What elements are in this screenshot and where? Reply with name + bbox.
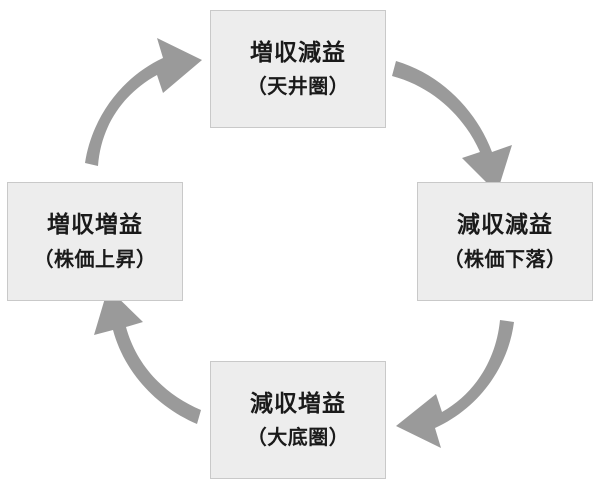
curved-arrow-top-left xyxy=(85,38,202,166)
node-top: 増収減益 （天井圏） xyxy=(210,10,386,128)
node-left: 増収増益 （株価上昇） xyxy=(7,182,183,301)
node-right: 減収減益 （株価下落） xyxy=(417,182,593,301)
node-bottom-subtitle: （大底圏） xyxy=(246,425,350,450)
node-left-subtitle: （株価上昇） xyxy=(33,246,157,271)
node-right-subtitle: （株価下落） xyxy=(443,246,567,271)
node-left-title: 増収増益 xyxy=(47,212,143,239)
node-bottom-title: 減収増益 xyxy=(250,390,346,417)
node-top-subtitle: （天井圏） xyxy=(246,74,350,99)
node-bottom: 減収増益 （大底圏） xyxy=(210,361,386,479)
node-right-title: 減収減益 xyxy=(457,212,553,239)
curved-arrow-bottom-left xyxy=(94,288,201,424)
curved-arrow-top-right xyxy=(392,61,512,193)
node-top-title: 増収減益 xyxy=(250,39,346,66)
curved-arrow-bottom-right xyxy=(396,320,514,448)
